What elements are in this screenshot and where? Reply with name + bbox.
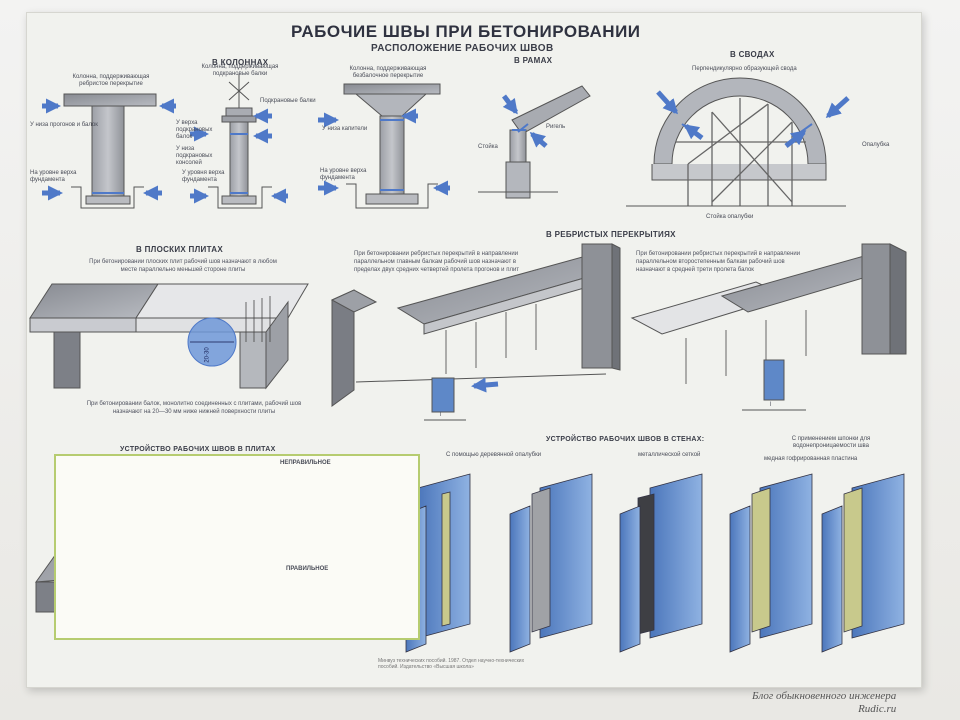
columns-heading: В КОЛОННАХ [212,58,269,67]
label-crossbar: Ригель [546,124,566,130]
poster-imprint: Минвуз технических пособий. 1987. Отдел … [378,658,525,670]
column-drawings [63,74,441,209]
label-under-capitals: У низа капители [322,126,368,132]
frames-heading: В РАМАХ [514,56,553,65]
frame-drawing [478,85,591,199]
label-bottom-consoles: У низа подкрановых консолей [176,146,213,166]
poster-sheet: РАБОЧИЕ ШВЫ ПРИ БЕТОНИРОВАНИИ РАСПОЛОЖЕН… [26,12,922,688]
label-top-foundation-3: На уровне верха фундамента [320,168,367,181]
label-top-beams: У верха подкрановых балок [176,120,213,140]
wall-type-wood: С помощью деревянной опалубки [446,452,542,458]
ribbed-note-left: При бетонировании ребристых перекрытий в… [354,251,520,273]
slab-joints-heading: УСТРОЙСТВО РАБОЧИХ ШВОВ В ПЛИТАХ [120,446,276,453]
flat-slab-drawing [29,283,309,390]
flat-slabs-heading: В ПЛОСКИХ ПЛИТАХ [136,245,223,254]
watermark-line-2: Rudic.ru [858,703,897,715]
slab-joint-wrong: НЕПРАВИЛЬНОЕ [280,460,331,466]
vaults-heading: В СВОДАХ [730,50,775,59]
ribbed-slab-right [630,243,907,411]
watermark-line-1: Блог обыкновенного инженера [752,690,897,702]
label-formwork: Опалубка [862,142,890,148]
wall-joint-drawings [405,473,905,653]
label-formwork-post: Стойка опалубки [706,214,754,220]
wall-joints-heading: УСТРОЙСТВО РАБОЧИХ ШВОВ В СТЕНАХ: [546,436,705,443]
slab-joint-right: ПРАВИЛЬНОЕ [286,566,329,572]
label-column-ribbed: Колонна, поддерживающая ребристое перекр… [72,74,150,87]
ribbed-note-right: При бетонировании ребристых перекрытий в… [636,251,801,273]
label-top-foundation-1: На уровне верха фундамента [30,170,77,183]
wall-type-mesh: металлической сеткой [638,452,701,458]
flat-slabs-note-top: При бетонировании плоских плит рабочий ш… [89,259,277,273]
poster-title: РАБОЧИЕ ШВЫ ПРИ БЕТОНИРОВАНИИ [291,22,641,41]
label-crane-beams: Подкрановые балки [260,98,316,104]
poster-subtitle: РАСПОЛОЖЕНИЕ РАБОЧИХ ШВОВ [371,43,554,54]
ribbed-dim-left: l [440,412,442,418]
wall-label-rubber: медная гофрированная пластина [764,456,858,462]
label-column-beamless: Колонна, поддерживающая безбалочное пере… [349,66,427,79]
vault-drawing [626,77,846,207]
label-column-beams: Колонна, поддерживающая подкрановые балк… [201,64,279,77]
ribbed-dim-right: l [770,402,772,408]
label-post: Стойка [478,144,498,150]
slab-joint-frame [54,454,420,640]
flat-slabs-note-bottom: При бетонировании балок, монолитно соеди… [86,401,302,415]
blog-watermark: Блог обыкновенного инженера Rudic.ru [752,690,896,716]
ribbed-slab-left [330,243,621,421]
flat-slab-dimension: 20-30 [204,347,211,363]
label-top-foundation-2: У уровня верха фундамента [182,170,225,183]
column-seam-arrows [42,98,450,204]
label-under-beams: У низа прогонов и балок [30,122,98,128]
label-perpendicular: Перпендикулярно образующей свода [692,66,797,72]
wall-type-waterstop: С применением шпонки для водонепроницаем… [791,436,871,449]
ribbed-slabs-heading: В РЕБРИСТЫХ ПЕРЕКРЫТИЯХ [546,230,676,239]
